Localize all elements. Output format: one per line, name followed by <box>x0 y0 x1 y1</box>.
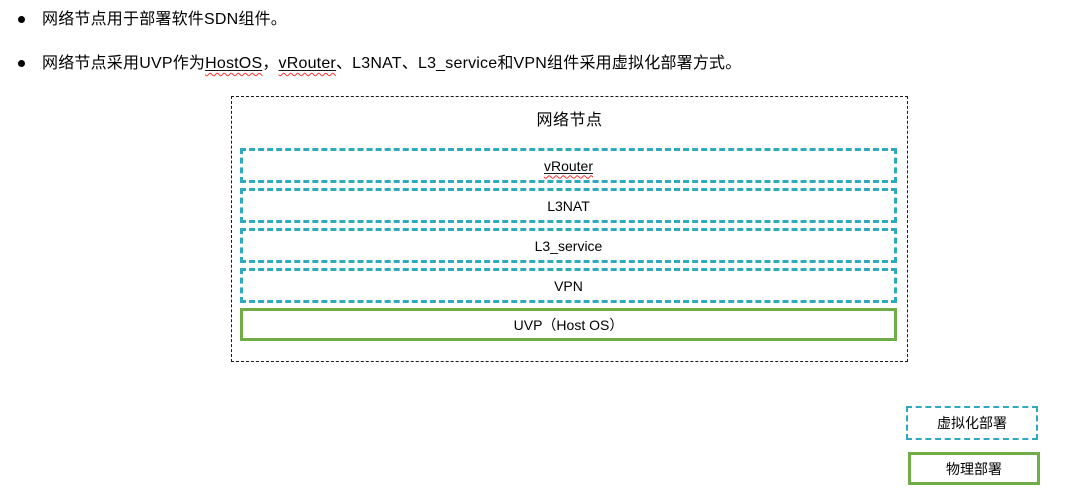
host-os-box: UVP（Host OS） <box>240 308 897 341</box>
component-box-vrouter: vRouter <box>240 148 897 183</box>
host-os-label: UVP（Host OS） <box>513 316 624 333</box>
component-label-vrouter: vRouter <box>543 157 594 174</box>
bullet-1-text: 网络节点用于部署软件SDN组件。 <box>42 9 287 30</box>
bullet-2-segment: 网络节点采用UVP作为 <box>42 55 206 72</box>
term-vrouter: vRouter <box>278 55 336 72</box>
component-rows: vRouter L3NAT L3_service VPN UVP（Host OS… <box>240 148 897 341</box>
legend-virtualized-deployment: 虚拟化部署 <box>906 406 1038 440</box>
component-label-vpn: VPN <box>554 277 583 294</box>
component-box-vpn: VPN <box>240 268 897 303</box>
component-label-l3service: L3_service <box>534 237 603 254</box>
network-node-box: 网络节点 vRouter L3NAT L3_service VPN UVP（Ho… <box>231 96 908 362</box>
component-box-l3service: L3_service <box>240 228 897 263</box>
bullet-item-2: 网络节点采用UVP作为HostOS，vRouter、L3NAT、L3_servi… <box>16 53 741 74</box>
bullet-item-1: 网络节点用于部署软件SDN组件。 <box>16 9 287 30</box>
legend-virtualized-label: 虚拟化部署 <box>937 415 1007 431</box>
term-hostos: HostOS <box>205 55 263 72</box>
bullet-icon <box>18 60 25 67</box>
component-box-l3nat: L3NAT <box>240 188 897 223</box>
legend-physical-deployment: 物理部署 <box>908 452 1040 485</box>
bullet-2-text: 网络节点采用UVP作为HostOS，vRouter、L3NAT、L3_servi… <box>42 53 741 74</box>
bullet-2-segment: ， <box>262 55 279 72</box>
bullet-icon <box>18 16 25 23</box>
bullet-1-segment: 网络节点用于部署软件SDN组件。 <box>42 11 287 28</box>
legend-physical-label: 物理部署 <box>946 460 1002 477</box>
component-label-l3nat: L3NAT <box>547 197 590 214</box>
bullet-2-segment: 、L3NAT、L3_service和VPN组件采用虚拟化部署方式。 <box>335 55 742 72</box>
network-node-title: 网络节点 <box>536 112 603 129</box>
